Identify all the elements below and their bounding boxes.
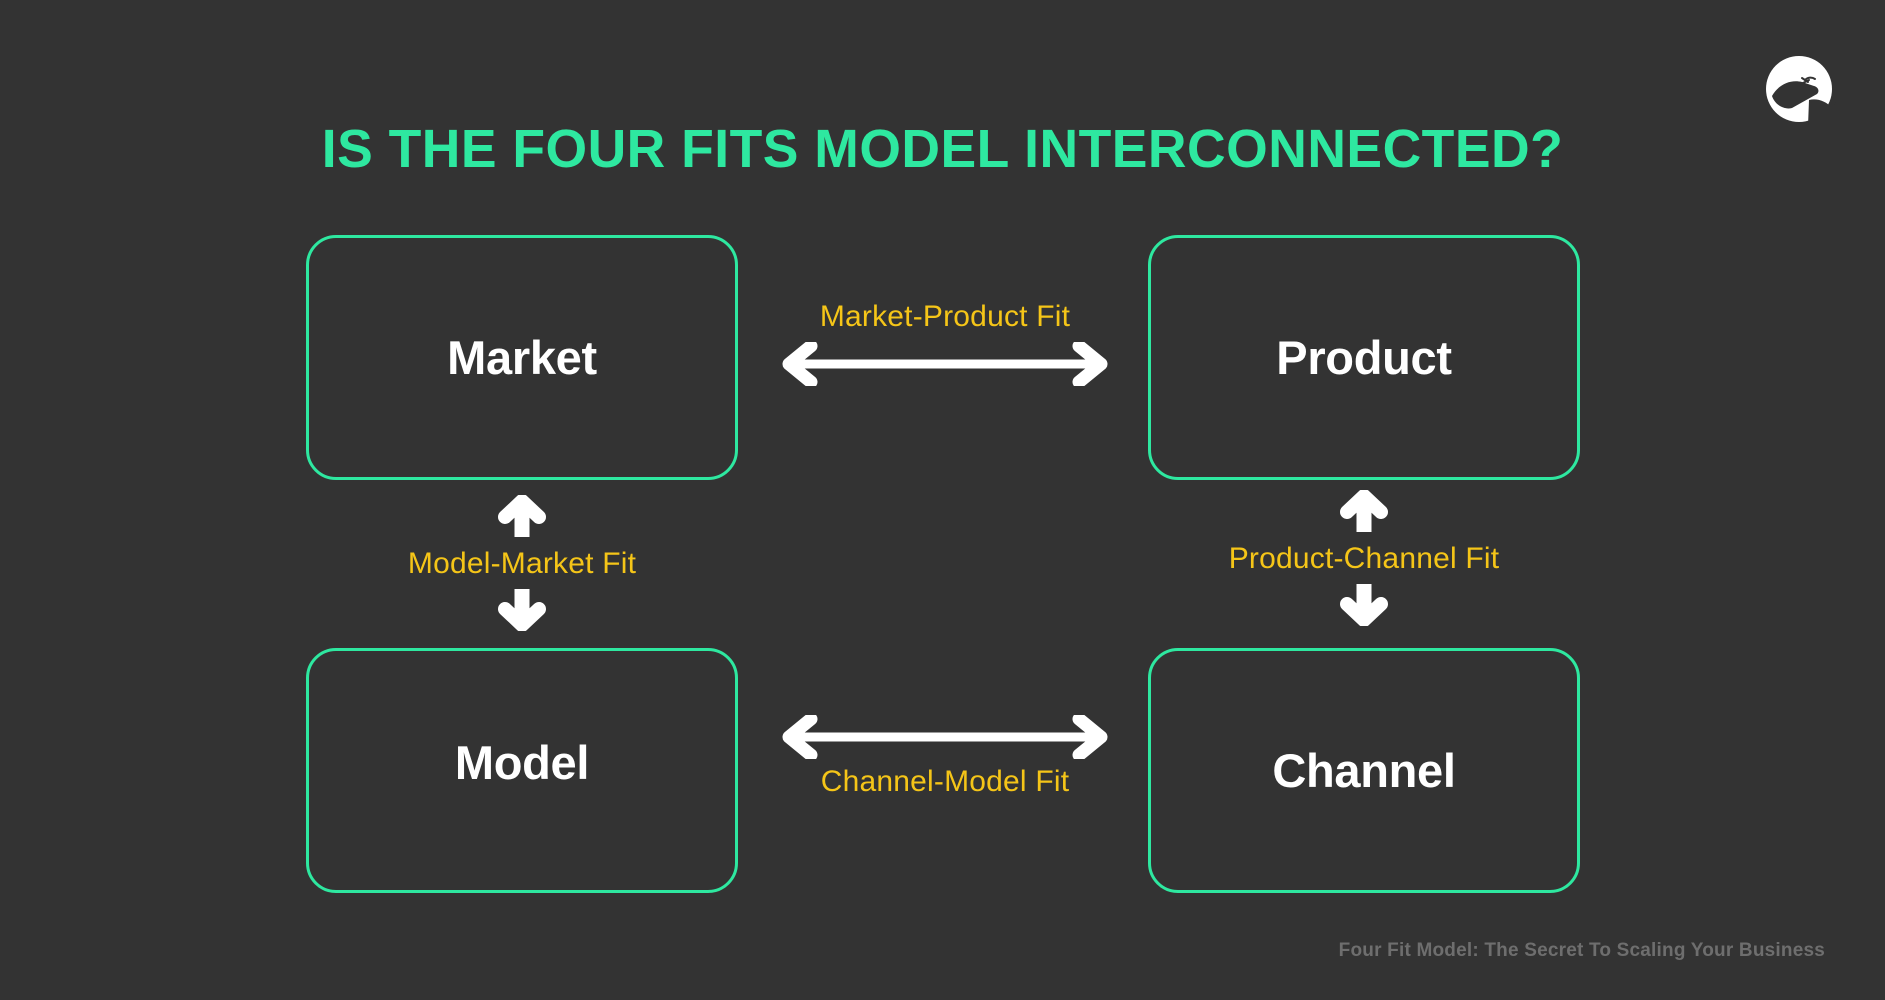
node-product[interactable]: Product: [1148, 235, 1580, 480]
connection-market-product-label: Market-Product Fit: [819, 300, 1071, 333]
node-channel[interactable]: Channel: [1148, 648, 1580, 893]
double-arrow-horizontal-icon: [775, 712, 1115, 764]
node-channel-label: Channel: [1272, 744, 1456, 797]
connection-channel-model-label: Channel-Model Fit: [820, 765, 1070, 798]
connection-market-product: Market-Product Fit: [760, 300, 1130, 390]
connection-product-channel-label: Product-Channel Fit: [1228, 542, 1500, 575]
node-product-label: Product: [1276, 331, 1452, 384]
double-arrow-horizontal-icon: [775, 339, 1115, 391]
footer-caption: Four Fit Model: The Secret To Scaling Yo…: [1338, 940, 1825, 961]
node-model[interactable]: Model: [306, 648, 738, 893]
connection-model-market-label: Model-Market Fit: [407, 547, 637, 580]
node-market[interactable]: Market: [306, 235, 738, 480]
whale-logo-icon: [1762, 52, 1836, 126]
arrow-down-icon: [1339, 582, 1389, 631]
node-market-label: Market: [447, 331, 597, 384]
connection-model-market: Model-Market Fit: [329, 494, 715, 636]
node-model-label: Model: [454, 736, 590, 789]
connection-product-channel: Product-Channel Fit: [1171, 489, 1557, 631]
arrow-up-icon: [497, 494, 547, 544]
page-title: IS THE FOUR FITS MODEL INTERCONNECTED?: [321, 119, 1564, 179]
arrow-down-icon: [497, 587, 547, 636]
connection-channel-model: Channel-Model Fit: [760, 712, 1130, 815]
arrow-up-icon: [1339, 489, 1389, 539]
